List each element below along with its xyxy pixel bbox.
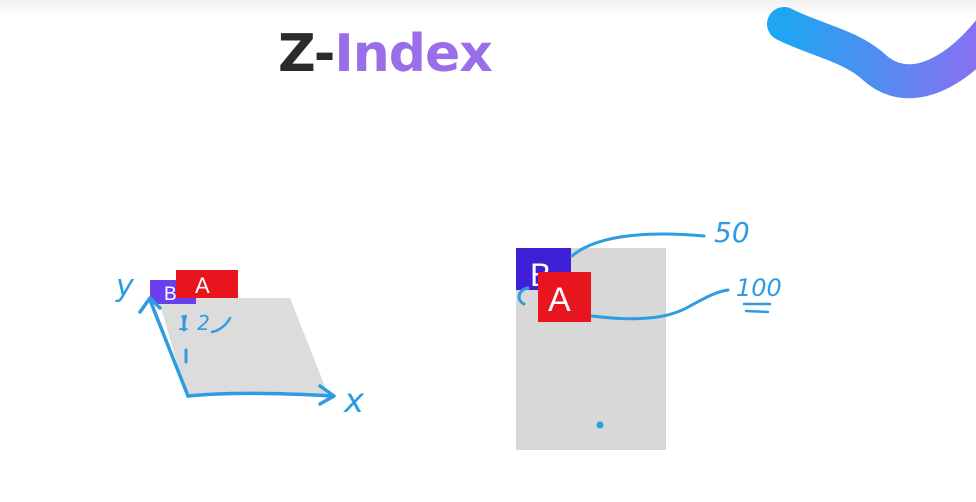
title-part-index: Index [334, 24, 492, 84]
right-box-a-shape [538, 272, 591, 322]
left-y-arrow [138, 296, 162, 314]
right-small-mark [517, 286, 530, 306]
decorative-swoosh [767, 7, 976, 99]
right-box-a-label: A [548, 281, 571, 319]
z-index-b-value: 50 [714, 216, 750, 249]
z-index-a-value: 100 [736, 274, 782, 302]
left-z-curve [210, 316, 232, 334]
left-box-b-label: B [164, 284, 177, 305]
right-panel-dot [596, 421, 604, 429]
left-sketch: B A y x 1 2 [115, 269, 365, 421]
left-box-a-label: A [195, 273, 210, 298]
page-title: Z-Index [278, 28, 493, 80]
z-index-a-underline [742, 302, 772, 314]
right-sketch: B A 50 100 [516, 216, 782, 450]
left-x-arrow [318, 384, 336, 406]
title-part-z: Z- [278, 24, 335, 84]
left-box-a-shape [176, 270, 238, 298]
left-z-dashes [182, 316, 188, 364]
leader-line-b [570, 232, 706, 258]
left-axis-x-label: x [343, 381, 365, 421]
left-z-values: 1 2 [178, 311, 210, 335]
left-axis-y-label: y [115, 269, 135, 304]
right-box-a: A [538, 272, 591, 322]
leader-line-a [590, 288, 730, 321]
left-plane [158, 298, 328, 394]
left-y-axis [148, 298, 190, 398]
left-x-axis [186, 391, 334, 398]
left-box-a: A [176, 270, 238, 298]
top-shadow [0, 0, 976, 18]
